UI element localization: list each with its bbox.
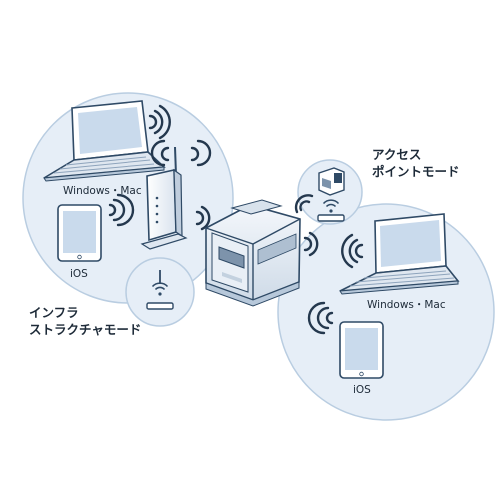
printer-wifi-icon — [317, 167, 345, 222]
wifi-waves-icon — [150, 139, 212, 167]
access-point-mode-label: アクセス ポイントモード — [372, 146, 460, 180]
infrastructure-tablet-label: iOS — [70, 268, 88, 280]
wireless-router-icon — [140, 146, 188, 250]
access-point-laptop-label: Windows・Mac — [367, 299, 446, 311]
infrastructure-laptop-label: Windows・Mac — [63, 185, 142, 197]
wifi-waves-icon — [195, 205, 211, 231]
wifi-waves-icon — [148, 104, 171, 140]
wifi-waves-icon — [294, 194, 314, 214]
infrastructure-mode-label-line2: ストラクチャモード — [29, 322, 142, 337]
label-printer-icon — [205, 199, 301, 307]
laptop-icon — [339, 213, 460, 295]
tablet-icon — [339, 321, 384, 379]
tablet-icon — [57, 204, 102, 262]
wifi-access-point-icon — [146, 270, 174, 310]
infrastructure-mode-label-line1: インフラ — [29, 305, 79, 320]
laptop-icon — [43, 100, 166, 182]
wifi-waves-icon — [307, 301, 334, 335]
infrastructure-mode-label: インフラ ストラクチャモード — [29, 304, 141, 338]
wifi-waves-icon — [341, 233, 364, 269]
router-mode-circle — [125, 257, 195, 327]
access-point-tablet-label: iOS — [353, 384, 371, 396]
wifi-waves-icon — [303, 231, 319, 257]
access-point-mode-label-line1: アクセス — [372, 147, 422, 162]
wifi-waves-icon — [108, 193, 135, 227]
access-point-mode-label-line2: ポイントモード — [372, 164, 460, 179]
